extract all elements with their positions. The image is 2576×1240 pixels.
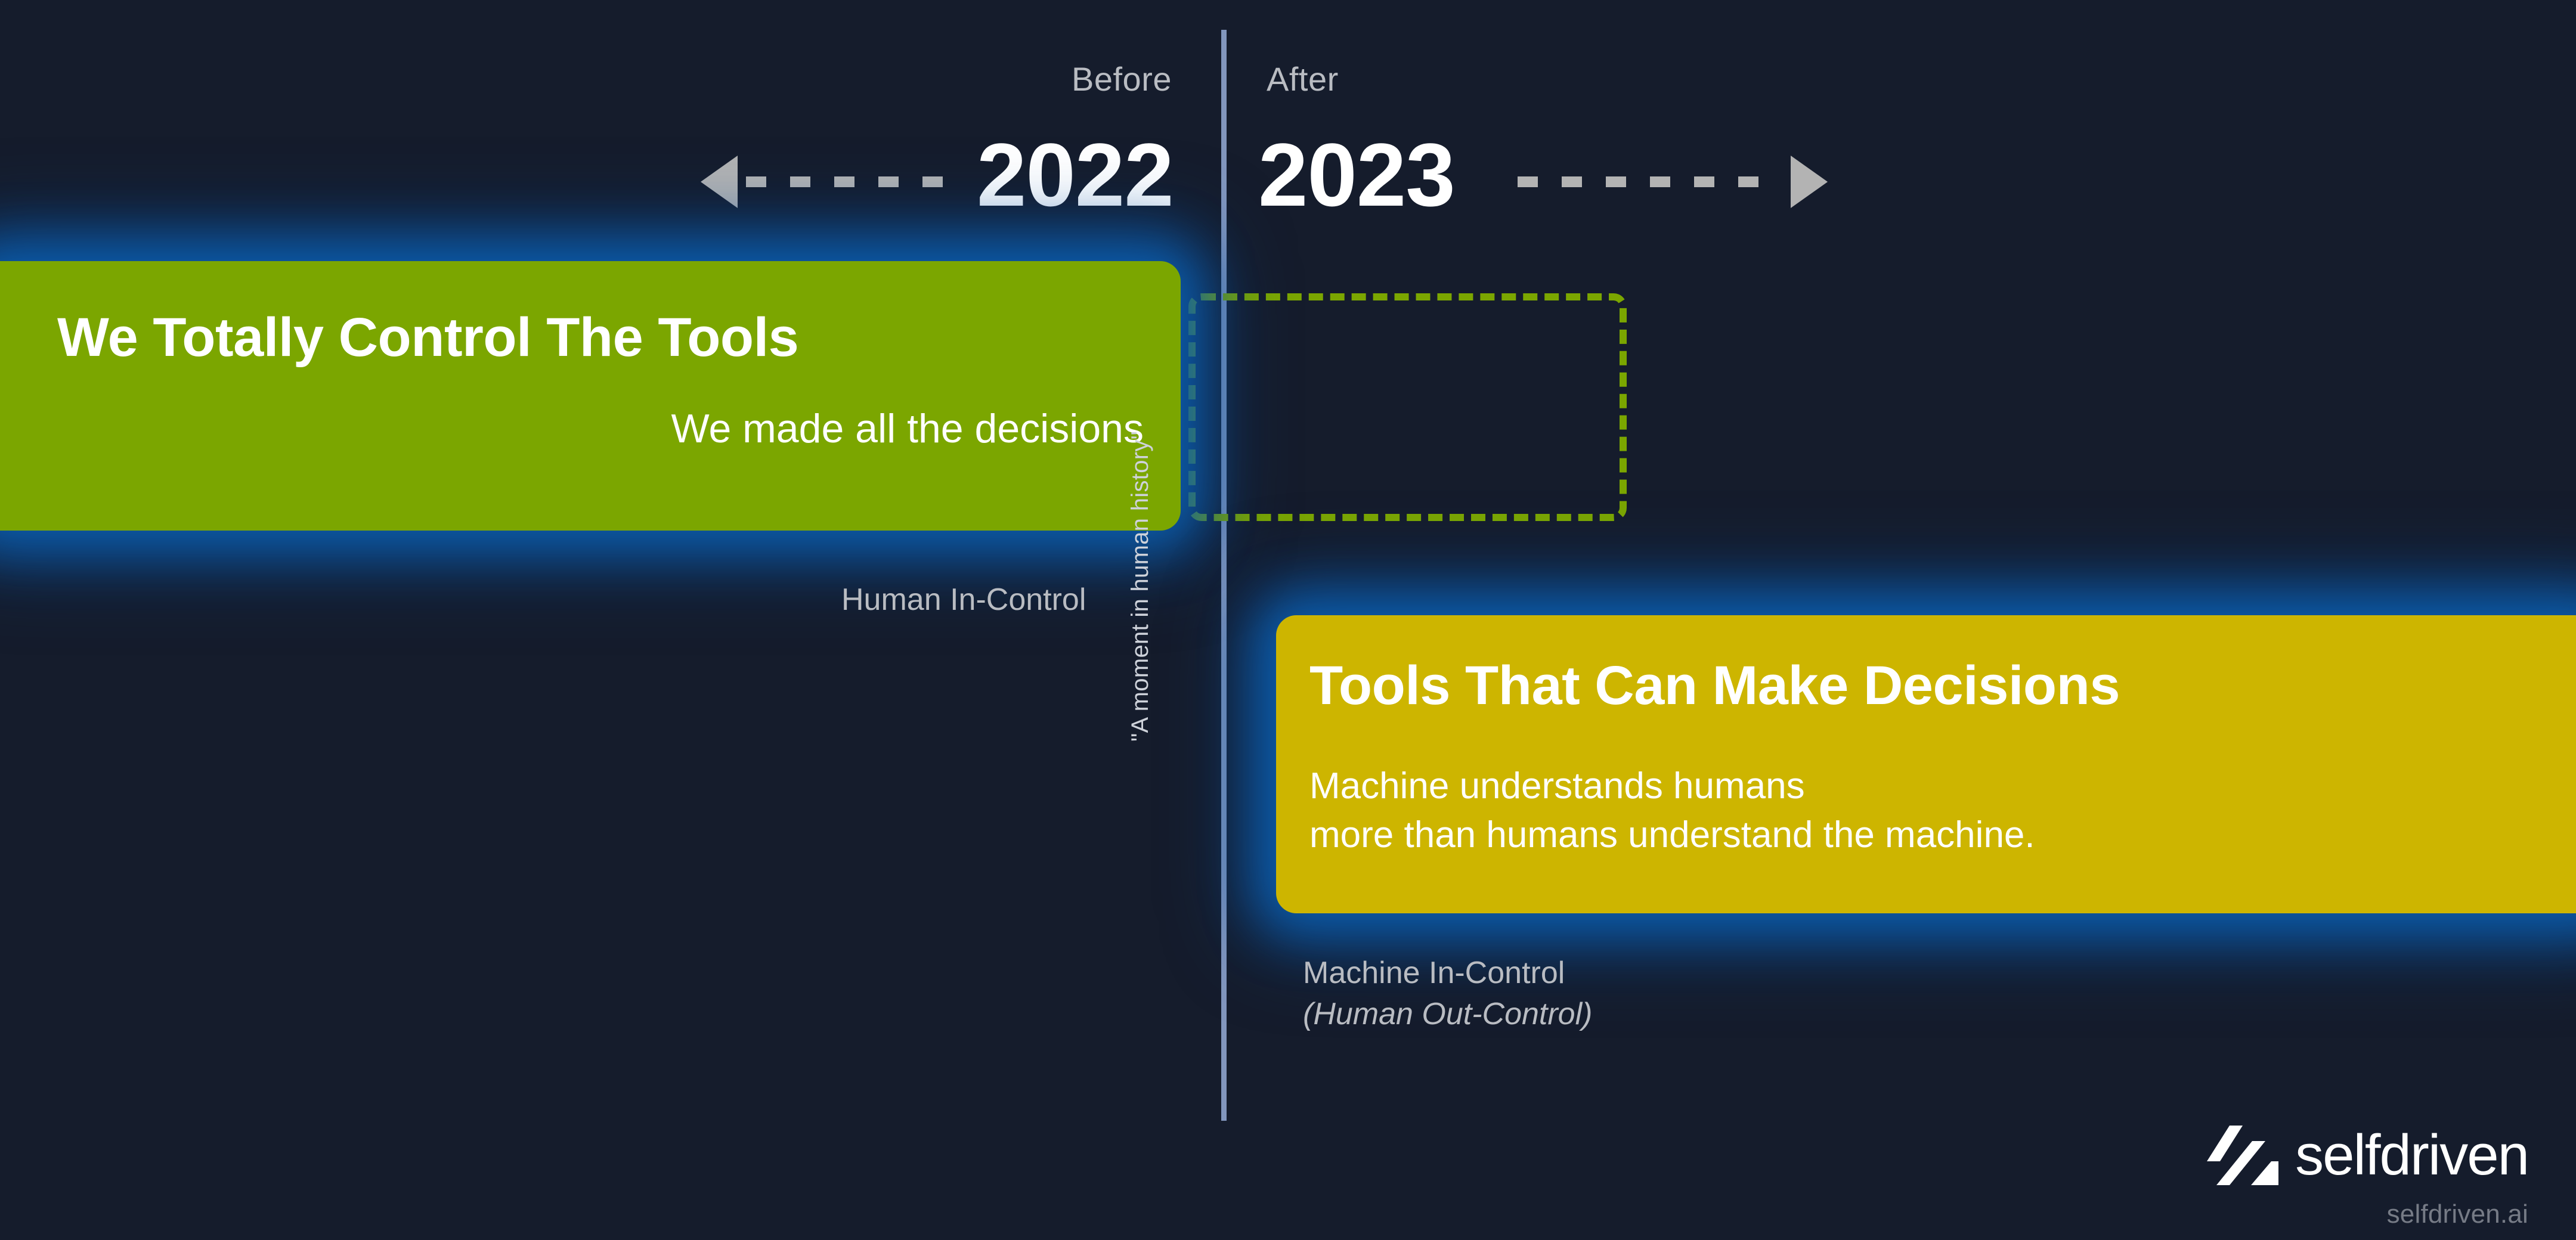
selfdriven-mark-icon bbox=[2207, 1126, 2279, 1185]
moment-in-history-note: "A moment in human history" bbox=[1127, 430, 1153, 742]
arrow-right-dashes bbox=[1518, 176, 1782, 187]
brand-wordmark: selfdriven bbox=[2295, 1123, 2529, 1187]
arrow-left-dashes bbox=[746, 176, 963, 187]
era-label-before: Before bbox=[1072, 60, 1172, 98]
brand-logo: selfdriven bbox=[2207, 1123, 2529, 1187]
arrow-left-head-icon bbox=[701, 156, 738, 208]
after-caption-line2: (Human Out-Control) bbox=[1303, 996, 1593, 1031]
after-card-caption: Machine In-Control (Human Out-Control) bbox=[1303, 953, 1592, 1034]
dashed-projection-rectangle bbox=[1188, 293, 1627, 521]
arrow-left-past bbox=[701, 156, 963, 208]
year-after: 2023 bbox=[1258, 125, 1456, 225]
era-divider-line bbox=[1221, 30, 1227, 1121]
after-card-subline: Machine understands humans more than hum… bbox=[1309, 762, 2035, 860]
after-card-subline-line2: more than humans understand the machine. bbox=[1309, 814, 2035, 856]
era-label-after: After bbox=[1267, 60, 1339, 98]
year-before: 2022 bbox=[977, 125, 1174, 225]
arrow-right-head-icon bbox=[1791, 156, 1828, 208]
arrow-right-future bbox=[1518, 156, 1828, 208]
before-card-subline: We made all the decisions bbox=[671, 406, 1144, 451]
after-card-headline: Tools That Can Make Decisions bbox=[1309, 655, 2120, 716]
after-caption-line1: Machine In-Control bbox=[1303, 956, 1565, 990]
before-card-caption: Human In-Control bbox=[841, 582, 1086, 617]
after-card-subline-line1: Machine understands humans bbox=[1309, 765, 1805, 807]
before-card-headline: We Totally Control The Tools bbox=[57, 307, 799, 368]
brand-url: selfdriven.ai bbox=[2386, 1199, 2528, 1229]
after-state-card: Tools That Can Make Decisions Machine un… bbox=[1276, 615, 2576, 913]
before-state-card: We Totally Control The Tools We made all… bbox=[0, 261, 1181, 531]
